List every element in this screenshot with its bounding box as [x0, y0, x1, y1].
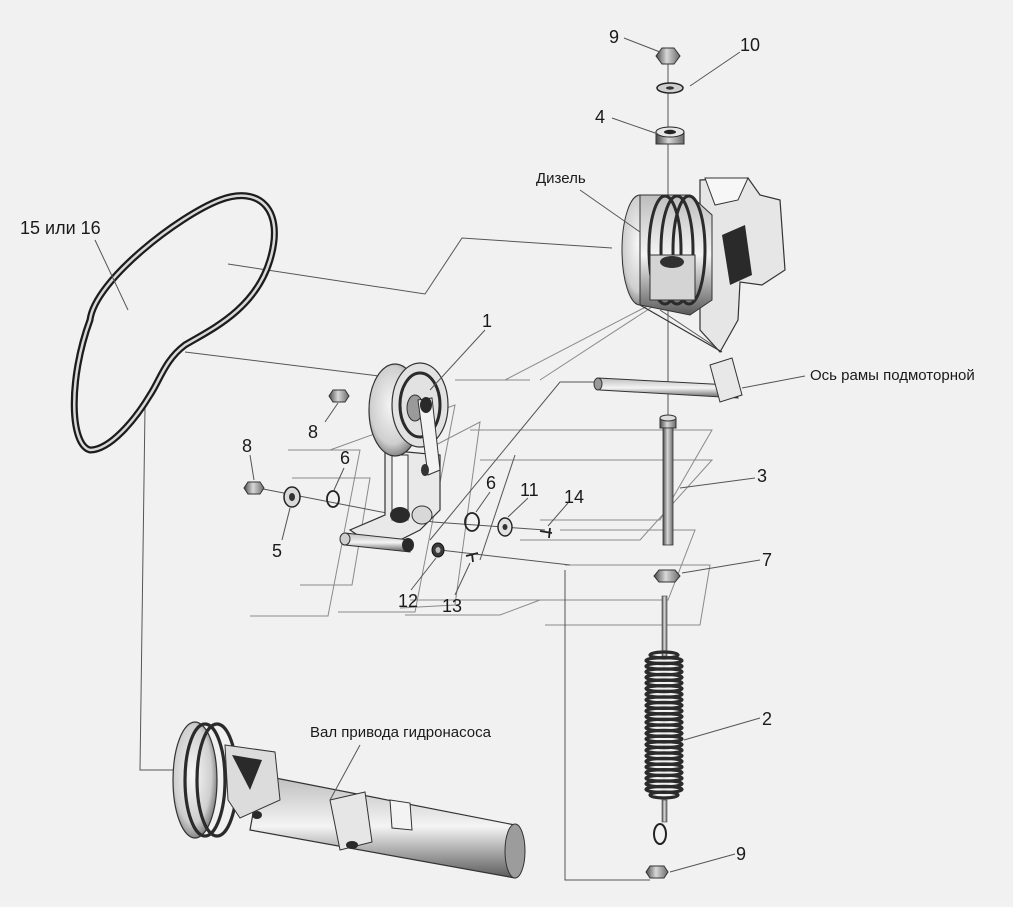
- tensioner-pulley-1: [339, 362, 449, 553]
- callout-4: 4: [595, 107, 605, 127]
- nut-9-top: [655, 47, 681, 65]
- frame-axle: [593, 357, 743, 403]
- callout-9-top: 9: [609, 27, 619, 47]
- callout-2: 2: [762, 709, 772, 729]
- callout-labels: 1 2 3 4 5 6 6 7 8 8 9 9 10 11 12 13 14 1…: [20, 27, 975, 864]
- washer-11: [497, 517, 513, 537]
- callout-8-upper: 8: [308, 422, 318, 442]
- ring-12: [431, 542, 445, 558]
- pump-drive-shaft: [172, 721, 526, 879]
- nut-8-upper: [328, 389, 350, 403]
- callout-8-left: 8: [242, 436, 252, 456]
- callout-14: 14: [564, 487, 584, 507]
- pin-13: [465, 552, 479, 563]
- washer-5: [283, 486, 301, 508]
- nut-8-lower: [243, 481, 265, 495]
- diesel-pulley-assembly: [621, 177, 786, 354]
- v-belt: [70, 192, 278, 454]
- nut-7: [653, 569, 681, 583]
- callout-10: 10: [740, 35, 760, 55]
- caption-diesel: Дизель: [536, 170, 586, 187]
- callout-7: 7: [762, 550, 772, 570]
- callout-9-bottom: 9: [736, 844, 746, 864]
- washer-10: [656, 82, 684, 94]
- callout-15-or-16: 15 или 16: [20, 218, 101, 238]
- pin-14: [539, 527, 553, 539]
- callout-11: 11: [520, 480, 539, 500]
- callout-3: 3: [757, 466, 767, 486]
- spring-2: [644, 595, 684, 845]
- spring-coil: [648, 790, 680, 800]
- callout-leaders: [94, 37, 806, 873]
- washer-6-right: [464, 512, 480, 532]
- caption-pump-shaft: Вал привода гидронасоса: [310, 724, 492, 741]
- callout-6-left: 6: [340, 448, 350, 468]
- rod-3: [659, 414, 677, 546]
- callout-13: 13: [442, 596, 462, 616]
- callout-12: 12: [398, 591, 418, 611]
- callout-1: 1: [482, 311, 492, 331]
- bushing-4: [655, 126, 685, 145]
- callout-5: 5: [272, 541, 282, 561]
- nut-9-bottom: [645, 865, 669, 879]
- washer-6-left: [326, 490, 340, 508]
- caption-frame-axle: Ось рамы подмоторной: [810, 367, 975, 384]
- callout-6-right: 6: [486, 473, 496, 493]
